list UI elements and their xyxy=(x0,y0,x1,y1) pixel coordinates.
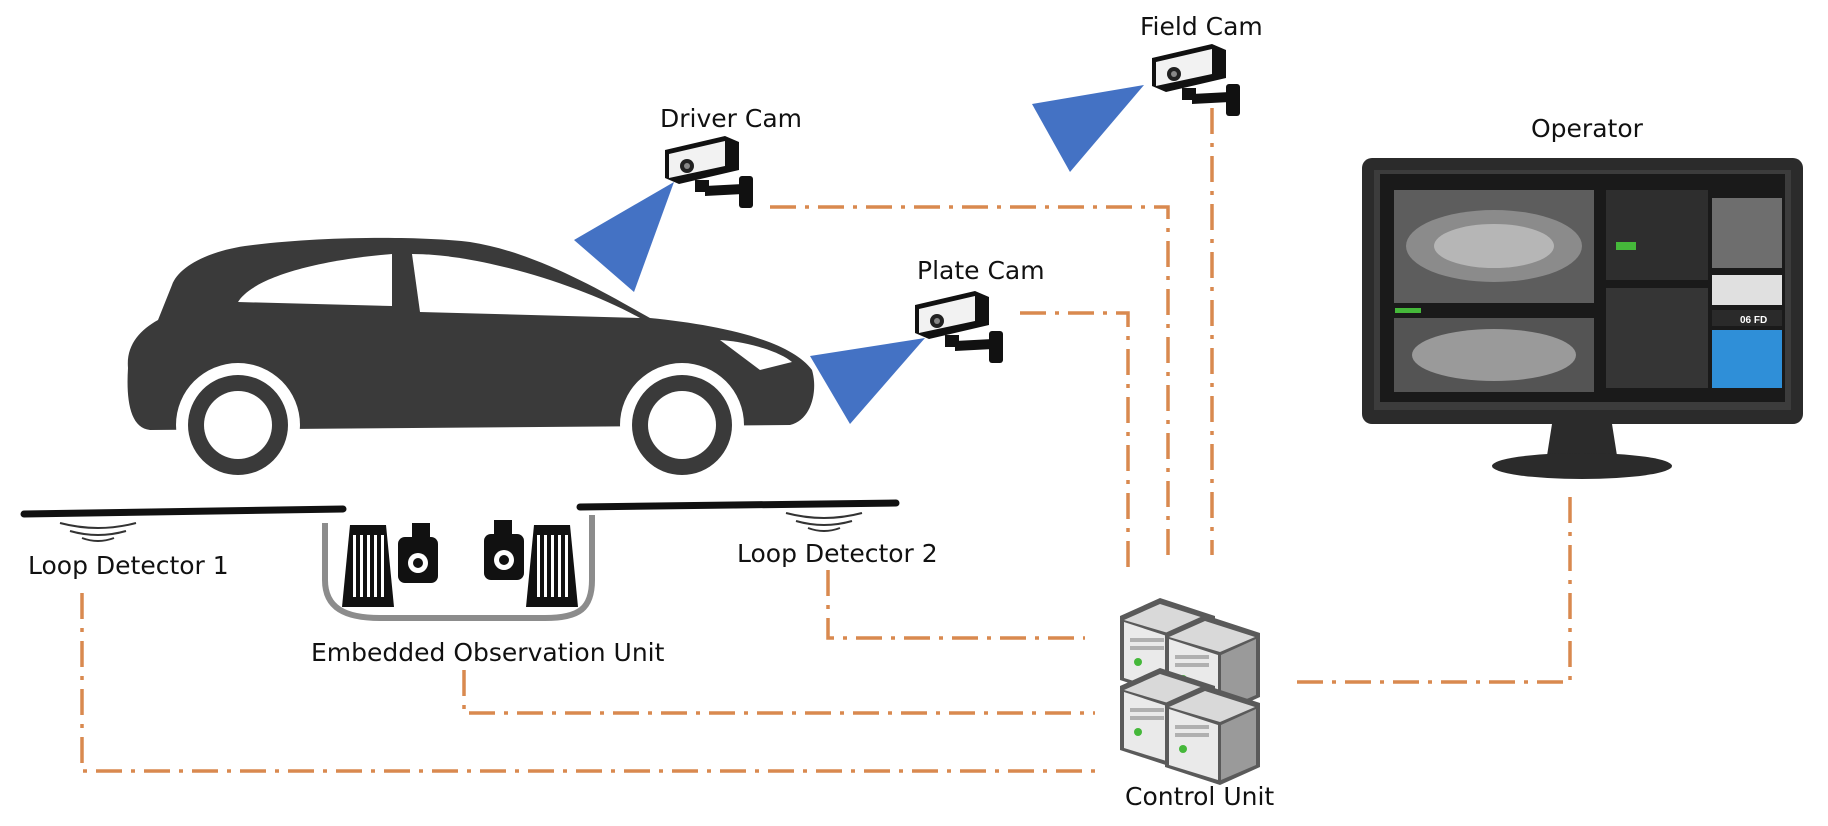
connection-lines xyxy=(80,108,1572,773)
link-plate-cam xyxy=(1020,311,1130,575)
field-cam-label: Field Cam xyxy=(1140,12,1263,41)
field-cam-icon xyxy=(1152,44,1240,116)
link-loop-detector-1 xyxy=(80,593,1095,773)
left-underbody-camera-icon xyxy=(398,523,438,583)
link-operator xyxy=(1297,490,1572,684)
link-driver-cam xyxy=(770,205,1170,560)
operator-label: Operator xyxy=(1531,114,1643,143)
driver-cam-icon xyxy=(665,136,753,208)
road xyxy=(20,499,900,621)
control-unit-server-icon xyxy=(1120,598,1260,785)
driver-cam-beam xyxy=(574,182,674,292)
control-unit-label: Control Unit xyxy=(1125,782,1275,811)
loop-detector-2-label: Loop Detector 2 xyxy=(737,539,938,568)
car-icon xyxy=(127,237,815,487)
loop-detector-1-sensor-icon xyxy=(59,522,137,542)
loop-detector-2-sensor-icon xyxy=(785,512,863,532)
screen-plate-text: 06 FD xyxy=(1740,315,1767,326)
left-sensor-panel-icon xyxy=(342,525,394,607)
embedded-unit-label: Embedded Observation Unit xyxy=(311,638,665,667)
operator-monitor-icon: 06 FD xyxy=(1362,158,1803,479)
field-cam-beam xyxy=(1032,85,1144,172)
plate-cam-icon xyxy=(915,291,1003,363)
loop-detector-1-label: Loop Detector 1 xyxy=(28,551,229,580)
plate-cam-label: Plate Cam xyxy=(917,256,1045,285)
right-sensor-panel-icon xyxy=(526,525,578,607)
link-embedded-unit xyxy=(462,670,1095,715)
plate-cam-beam xyxy=(810,338,925,424)
embedded-observation-unit xyxy=(342,520,578,607)
link-loop-detector-2 xyxy=(826,570,1085,640)
driver-cam-label: Driver Cam xyxy=(660,104,803,133)
right-underbody-camera-icon xyxy=(484,520,524,580)
